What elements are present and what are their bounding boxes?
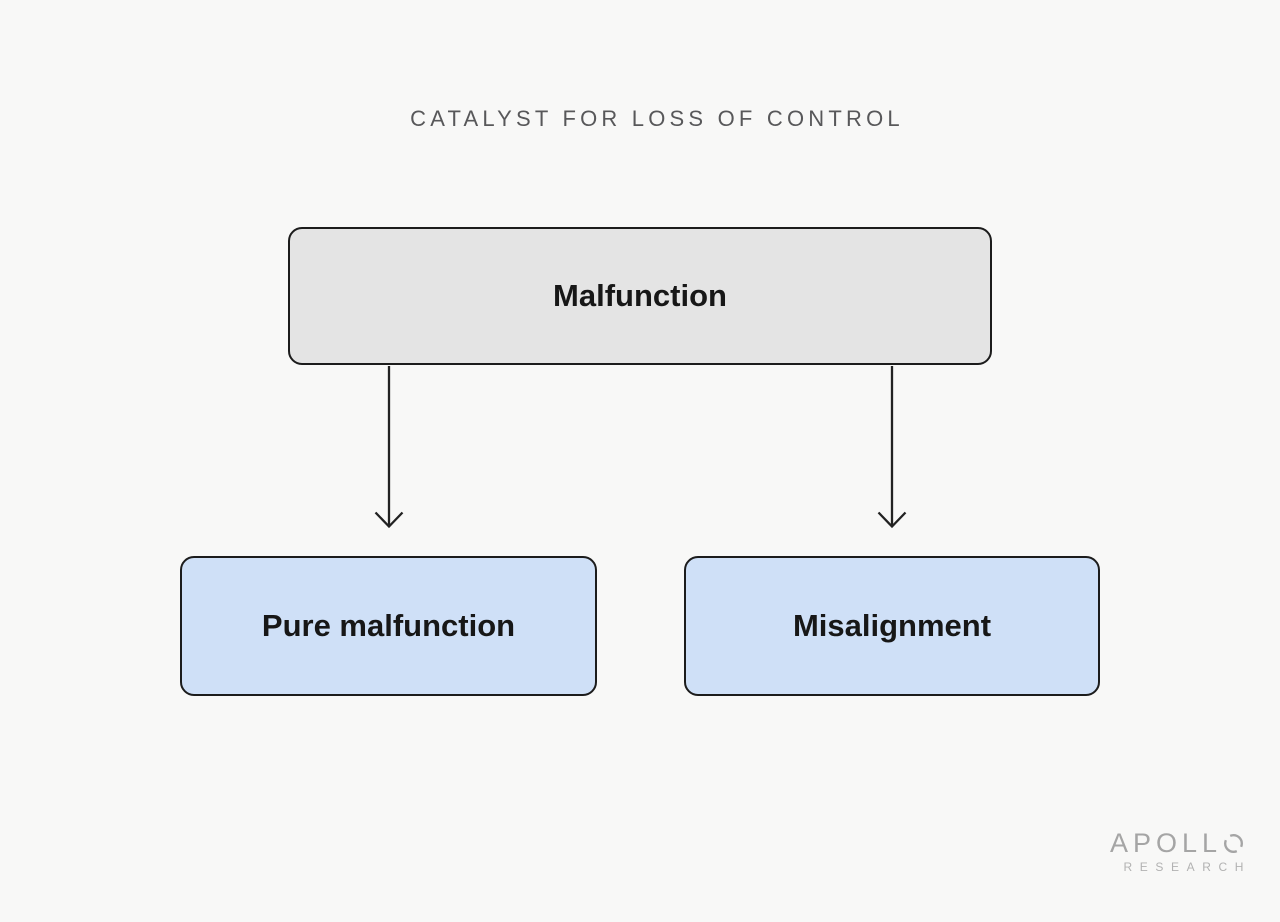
logo-wordmark: APOLL (1109, 828, 1244, 858)
node-malfunction-label: Malfunction (553, 278, 727, 313)
diagram-title: CATALYST FOR LOSS OF CONTROL (410, 106, 904, 131)
node-pure-malfunction-label: Pure malfunction (261, 608, 516, 643)
arrow-to-misalignment (877, 366, 907, 529)
apollo-research-logo: APOLL RESEARCH (1109, 828, 1244, 875)
apollo-broken-o-icon (1224, 834, 1243, 853)
logo-subtitle: RESEARCH (1123, 860, 1251, 874)
node-misalignment: Misalignment (684, 556, 1100, 696)
node-misalignment-label: Misalignment (792, 608, 992, 643)
logo-wordmark-text: APOLL (1109, 828, 1222, 858)
arrow-to-pure-malfunction (374, 366, 404, 529)
node-malfunction: Malfunction (288, 227, 992, 365)
node-pure-malfunction: Pure malfunction (180, 556, 597, 696)
